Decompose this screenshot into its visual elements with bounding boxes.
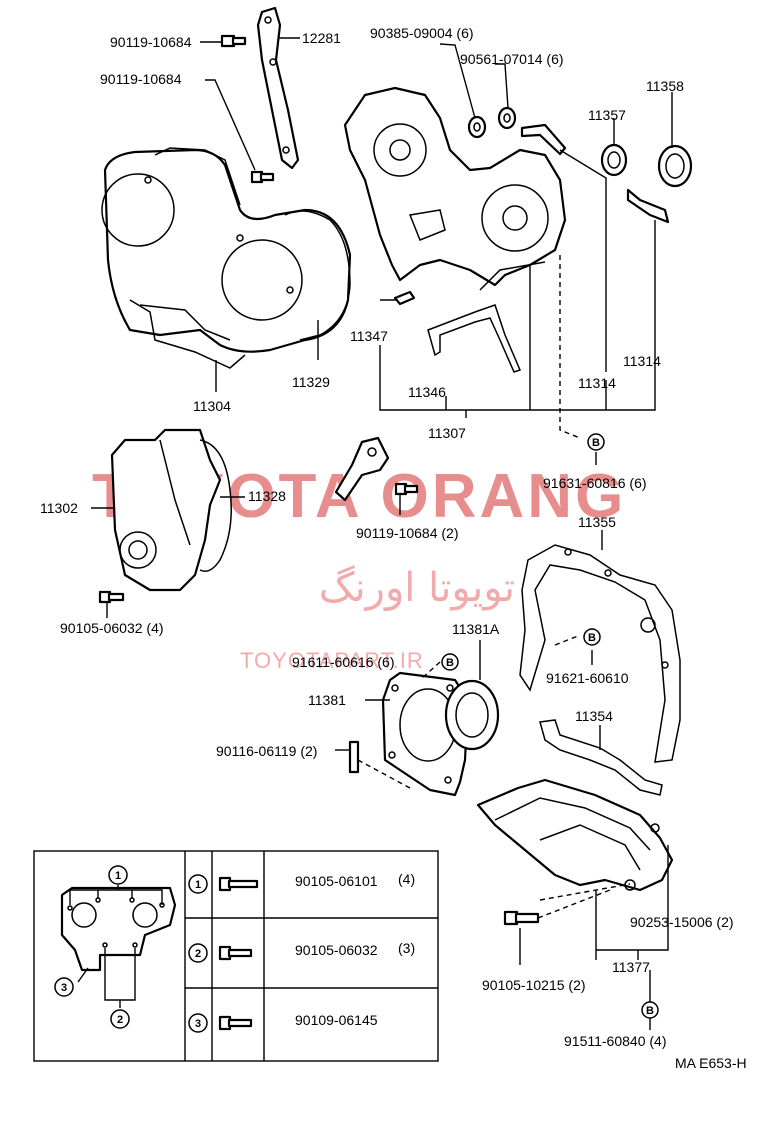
oil-pan-11377	[476, 778, 674, 892]
label-90561-07014: 90561-07014 (6)	[460, 51, 564, 67]
label-11357: 11357	[588, 107, 626, 123]
seal-11357	[600, 143, 628, 177]
gasket-11328	[199, 439, 232, 572]
legend-row-1: 1 90105-06101 (4)	[188, 871, 415, 894]
label-11314-a: 11314	[623, 353, 661, 369]
label-11307: 11307	[428, 425, 466, 441]
dashed-leader-lines	[357, 255, 631, 919]
timing-belt-cover-no2	[101, 147, 352, 369]
label-91511-60840: 91511-60840 (4)	[564, 1033, 666, 1049]
oil-seal-11381A	[444, 679, 500, 751]
svg-text:B: B	[646, 1005, 654, 1017]
marker-b-2: B	[441, 653, 459, 671]
label-11347: 11347	[350, 328, 388, 344]
gasket-11314-lower	[626, 188, 670, 224]
collar-90561-07014	[497, 106, 517, 130]
label-12281: 12281	[302, 30, 341, 46]
gasket-11347	[393, 290, 416, 306]
legend-row-3: 3 90109-06145	[188, 1012, 378, 1033]
label-11381: 11381	[308, 692, 346, 708]
legend-sketch-marker-1: 1	[108, 865, 128, 885]
svg-text:(4): (4)	[398, 871, 415, 887]
gasket-11354	[539, 719, 663, 796]
bolt-90119-10684-a	[220, 34, 247, 48]
label-11302: 11302	[40, 500, 78, 516]
marker-b-1: B	[587, 433, 605, 451]
svg-text:(3): (3)	[398, 940, 415, 956]
svg-text:90105-06032: 90105-06032	[295, 942, 378, 958]
label-91621-60610: 91621-60610	[546, 670, 629, 686]
gasket-11346	[427, 304, 522, 373]
timing-belt-cover-11302	[110, 428, 222, 592]
figure-code: MA E653-H	[675, 1055, 747, 1071]
label-90119-10684-c: 90119-10684 (2)	[356, 525, 458, 541]
label-91611-60616: 91611-60616 (6)	[292, 654, 394, 670]
svg-text:3: 3	[195, 1018, 201, 1030]
svg-text:B: B	[446, 657, 454, 669]
bracket-12281	[256, 6, 300, 170]
label-11358: 11358	[646, 78, 684, 94]
stud-90116-06119	[348, 740, 360, 774]
legend-cover-sketch	[60, 885, 177, 1008]
oil-pump-bracket	[334, 436, 390, 502]
label-90385-09004: 90385-09004 (6)	[370, 25, 474, 41]
gasket-11314-upper	[520, 123, 567, 156]
seal-11358	[657, 144, 693, 188]
label-11346: 11346	[408, 384, 446, 400]
svg-text:2: 2	[195, 948, 201, 960]
watermark-site: TOYOTAPART.IR	[240, 648, 424, 673]
legend-sketch-marker-2: 2	[110, 1009, 130, 1029]
bolt-legend: 1 2 3 1 90105-06101 (4) 2	[33, 850, 439, 1062]
gasket-11355	[519, 544, 681, 763]
label-11328: 11328	[248, 488, 286, 504]
label-11354: 11354	[575, 708, 613, 724]
label-11381A: 11381A	[452, 621, 500, 637]
label-11304: 11304	[193, 398, 231, 414]
label-91631-60816: 91631-60816 (6)	[543, 475, 647, 491]
svg-text:B: B	[592, 437, 600, 449]
label-11314-b: 11314	[578, 375, 616, 391]
bolt-icon	[218, 876, 259, 892]
timing-belt-cover-no1	[343, 86, 567, 291]
label-90116-06119: 90116-06119 (2)	[216, 743, 317, 759]
svg-text:3: 3	[61, 982, 67, 994]
bolt-90105-06032	[98, 590, 125, 604]
marker-b-4: B	[641, 1001, 659, 1019]
marker-b-3: B	[583, 628, 601, 646]
bolt-icon	[218, 945, 253, 961]
watermark-persian: تویوتا اورنگ	[319, 565, 515, 611]
bolt-90119-10684-c	[394, 482, 419, 496]
bolt-90105-10215	[503, 910, 540, 926]
gasket-11329	[284, 210, 351, 341]
svg-text:90109-06145: 90109-06145	[295, 1012, 378, 1028]
label-90119-10684-a: 90119-10684	[110, 34, 192, 50]
grommet-90385-09004	[467, 115, 487, 139]
leader-lines	[91, 37, 673, 1030]
label-90119-10684-b: 90119-10684	[100, 71, 182, 87]
label-11355: 11355	[578, 514, 616, 530]
legend-row-2: 2 90105-06032 (3)	[188, 940, 415, 963]
label-11377: 11377	[612, 959, 650, 975]
svg-text:1: 1	[115, 870, 121, 882]
label-90105-10215: 90105-10215 (2)	[482, 977, 586, 993]
label-90253-15006: 90253-15006 (2)	[630, 914, 734, 930]
svg-text:90105-06101: 90105-06101	[295, 873, 378, 889]
svg-text:B: B	[588, 632, 596, 644]
svg-text:1: 1	[195, 879, 201, 891]
bolt-icon	[218, 1015, 253, 1031]
legend-sketch-marker-3: 3	[54, 977, 74, 997]
label-11329: 11329	[292, 374, 330, 390]
label-90105-06032: 90105-06032 (4)	[60, 620, 164, 636]
bolt-90119-10684-b	[250, 170, 275, 184]
svg-text:2: 2	[117, 1014, 123, 1026]
